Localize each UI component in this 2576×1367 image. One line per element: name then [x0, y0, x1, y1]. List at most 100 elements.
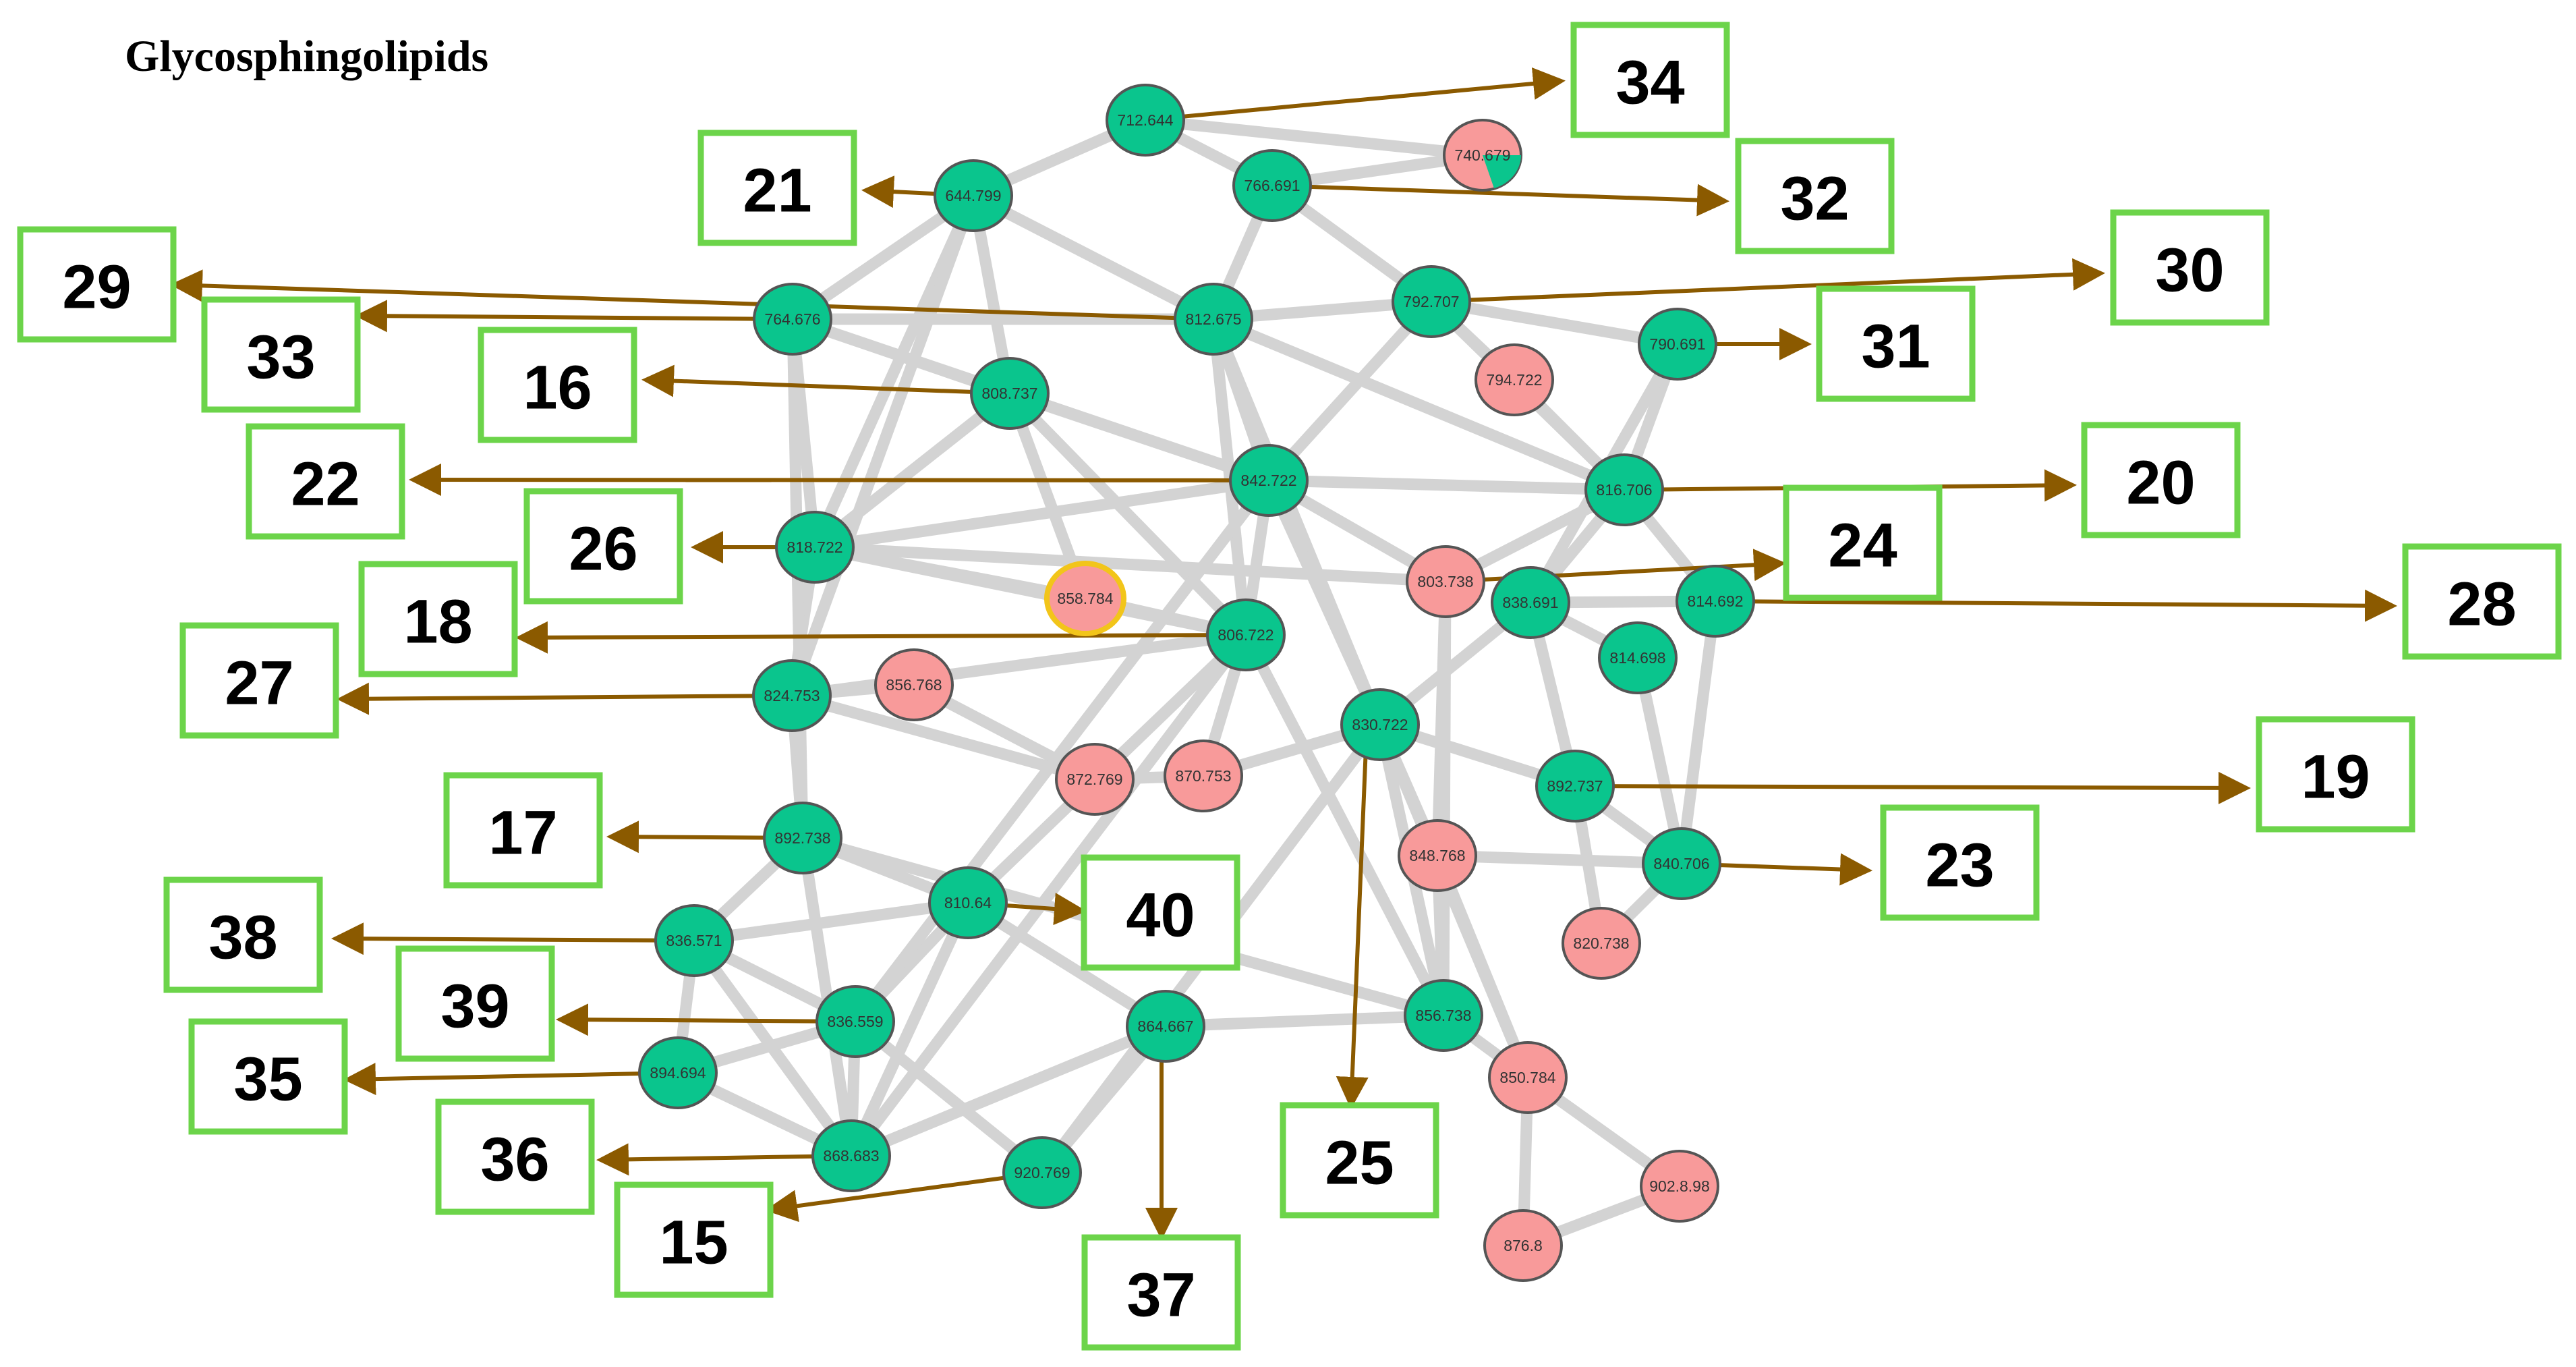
label-box-30: 30 — [2110, 209, 2270, 326]
node-n8927b[interactable]: 892.738 — [763, 802, 842, 874]
arrow-to-box-16 — [641, 364, 1010, 397]
node-n864[interactable]: 864.667 — [1126, 990, 1205, 1063]
edge-n842-n818 — [809, 474, 1275, 553]
node-label: 876.8 — [1504, 1237, 1543, 1254]
node-n740[interactable]: 740.679 — [1443, 119, 1522, 192]
arrow-to-box-34 — [1145, 67, 1566, 122]
node-label: 856.768 — [886, 676, 942, 694]
node-n712[interactable]: 712.644 — [1106, 84, 1185, 157]
node-shape — [815, 985, 895, 1058]
node-n856b[interactable]: 856.738 — [1404, 979, 1483, 1052]
node-label: 848.768 — [1409, 847, 1465, 864]
node-n764[interactable]: 764.676 — [753, 283, 832, 356]
node-shape — [1398, 819, 1477, 892]
label-box-frame — [2081, 422, 2241, 538]
label-box-number: 32 — [1780, 165, 1849, 233]
node-n7906[interactable]: 790.691 — [1638, 308, 1717, 381]
node-shape — [1174, 283, 1253, 356]
node-n872[interactable]: 872.769 — [1055, 743, 1135, 816]
node-n814a[interactable]: 814.692 — [1676, 565, 1755, 638]
node-n848[interactable]: 848.768 — [1398, 819, 1477, 892]
edge-n814a-n840 — [1676, 595, 1721, 870]
node-n876[interactable]: 876.8 — [1483, 1209, 1563, 1282]
node-label: 712.644 — [1117, 111, 1173, 129]
node-label: 792.707 — [1403, 293, 1459, 310]
node-label: 872.769 — [1066, 771, 1122, 788]
diagram-title: Glycosphingolipids — [125, 32, 488, 81]
node-label: 810.64 — [944, 894, 992, 912]
node-label: 850.784 — [1499, 1069, 1555, 1086]
label-box-number: 15 — [659, 1208, 728, 1277]
node-label: 812.675 — [1185, 310, 1241, 328]
arrow-to-box-30 — [1431, 258, 2105, 304]
node-n870[interactable]: 870.753 — [1164, 740, 1243, 812]
node-n836[interactable]: 836.559 — [815, 985, 895, 1058]
node-n820[interactable]: 820.738 — [1562, 907, 1641, 980]
node-label: 806.722 — [1218, 626, 1273, 644]
label-box-number: 30 — [2155, 236, 2224, 305]
edge-n712-n740 — [1139, 114, 1489, 161]
node-n868[interactable]: 868.683 — [811, 1119, 891, 1192]
node-n8927[interactable]: 892.737 — [1535, 750, 1615, 822]
label-box-frame — [395, 945, 555, 1062]
node-n810[interactable]: 810.64 — [928, 866, 1008, 939]
node-n816[interactable]: 816.706 — [1584, 453, 1664, 526]
node-n902[interactable]: 902.8.98 — [1640, 1150, 1719, 1223]
node-n766[interactable]: 766.691 — [1232, 149, 1312, 222]
node-n808[interactable]: 808.737 — [970, 357, 1050, 430]
node-shape — [638, 1036, 718, 1109]
node-n7927[interactable]: 792.707 — [1392, 265, 1471, 338]
edge-n868-n806 — [845, 629, 1252, 1162]
label-box-frame — [201, 296, 361, 413]
node-n850[interactable]: 850.784 — [1488, 1041, 1568, 1114]
edge-n848-n840 — [1431, 849, 1688, 870]
node-shape — [1562, 907, 1641, 980]
node-n814b[interactable]: 814.698 — [1598, 621, 1678, 694]
node-n920[interactable]: 920.769 — [1002, 1136, 1082, 1209]
label-box-number: 28 — [2447, 570, 2516, 639]
node-n858[interactable]: 858.784 — [1044, 561, 1126, 636]
node-n794[interactable]: 794.722 — [1475, 343, 1554, 416]
node-label: 864.667 — [1137, 1017, 1193, 1035]
label-arrows — [170, 67, 2397, 1240]
label-box-number: 17 — [488, 799, 557, 868]
node-n838[interactable]: 838.691 — [1491, 566, 1570, 639]
node-shape — [1475, 343, 1554, 416]
node-shape — [1491, 566, 1570, 639]
node-n830[interactable]: 830.722 — [1340, 688, 1420, 761]
node-shape — [752, 659, 832, 732]
node-n836s[interactable]: 836.571 — [654, 904, 734, 977]
node-shape — [1232, 149, 1312, 222]
node-shape — [1126, 990, 1205, 1063]
node-label: 824.753 — [764, 687, 820, 704]
node-n8039[interactable]: 803.738 — [1406, 545, 1485, 618]
node-n894[interactable]: 894.694 — [638, 1036, 718, 1109]
node-n818[interactable]: 818.722 — [775, 511, 855, 584]
label-box-35: 35 — [188, 1018, 348, 1135]
node-n806[interactable]: 806.722 — [1206, 598, 1286, 671]
node-n644[interactable]: 644.799 — [934, 159, 1013, 232]
node-n840[interactable]: 840.706 — [1642, 827, 1721, 900]
node-shape — [1164, 740, 1243, 812]
node-shape — [1106, 84, 1185, 157]
label-box-frame — [2110, 209, 2270, 326]
node-n856[interactable]: 856.768 — [874, 648, 954, 721]
label-box-frame — [435, 1098, 595, 1215]
node-shape — [1535, 750, 1615, 822]
label-box-number: 35 — [233, 1045, 302, 1114]
label-box-frame — [1880, 804, 2040, 921]
node-shape — [1488, 1041, 1568, 1114]
arrow-to-box-27 — [337, 682, 793, 715]
node-shape — [1340, 688, 1420, 761]
node-shape — [1640, 1150, 1719, 1223]
node-n842[interactable]: 842.722 — [1229, 444, 1309, 517]
node-n812[interactable]: 812.675 — [1174, 283, 1253, 356]
label-box-number: 20 — [2126, 449, 2195, 518]
node-label: 856.738 — [1415, 1007, 1471, 1024]
edge-n842-n816 — [1263, 474, 1630, 496]
label-box-number: 16 — [523, 354, 592, 422]
label-box-frame — [478, 327, 637, 443]
node-n824[interactable]: 824.753 — [752, 659, 832, 732]
